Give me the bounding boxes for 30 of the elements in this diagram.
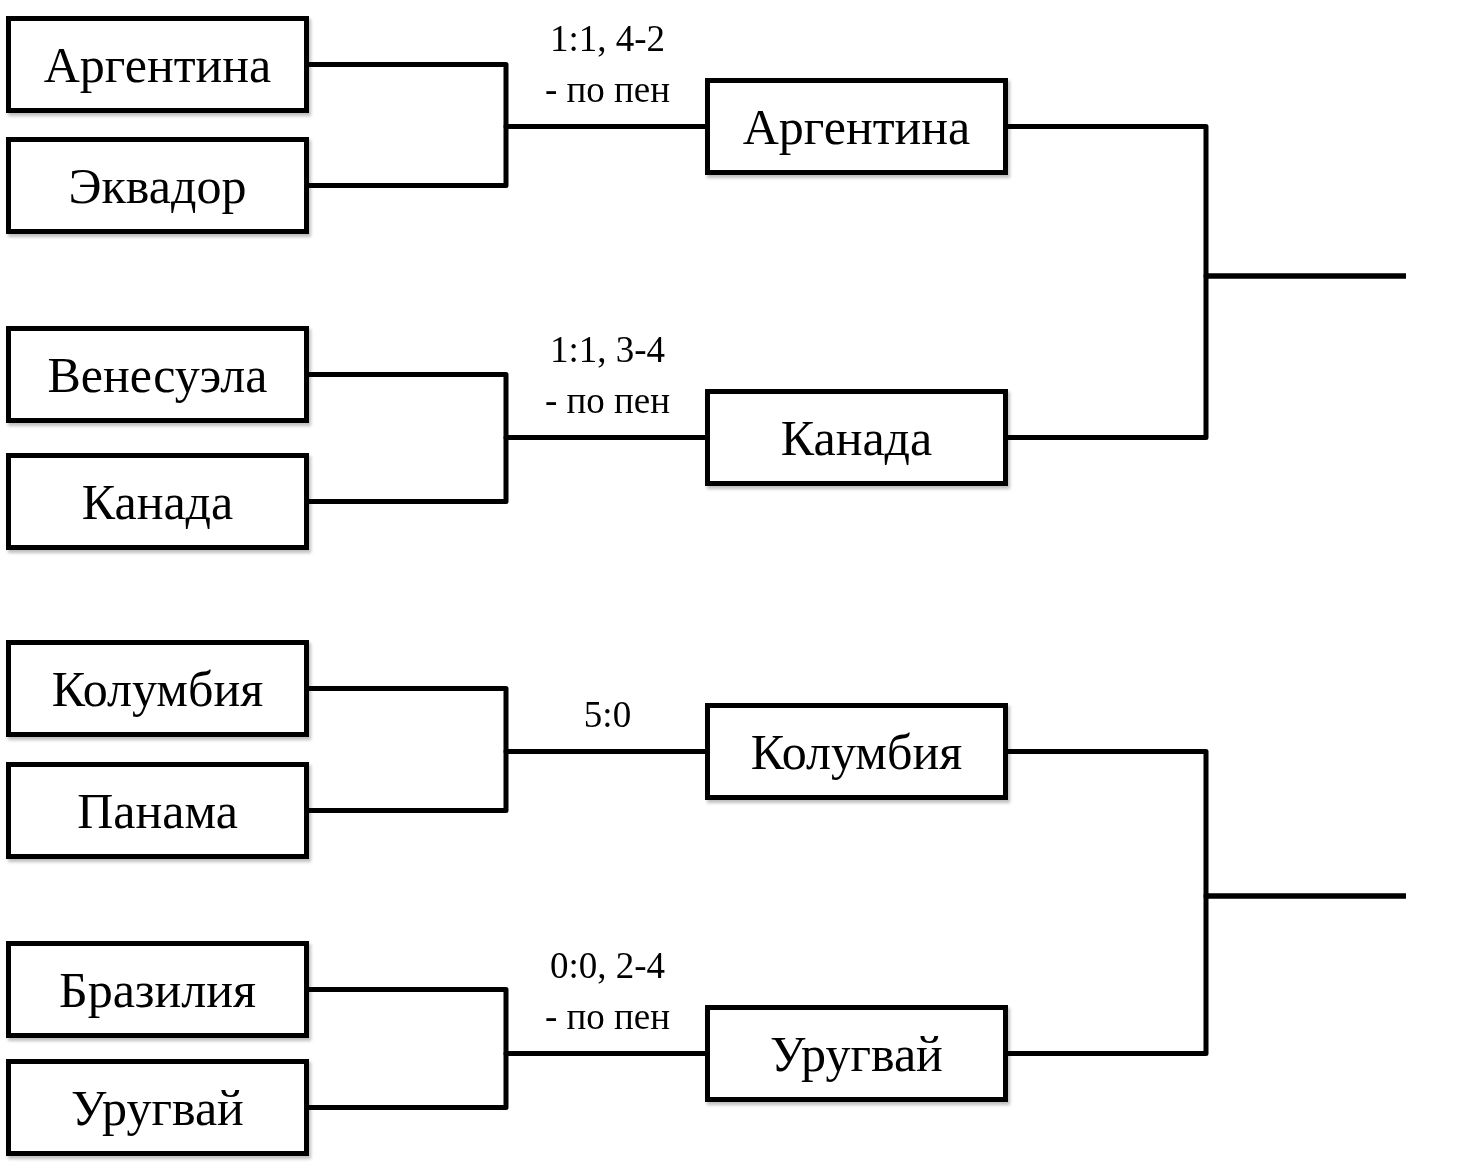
bracket-line <box>309 1051 705 1110</box>
team-box <box>6 326 309 423</box>
bracket-line <box>1008 273 1406 440</box>
team-name: Венесуэла <box>47 345 268 404</box>
team-box <box>6 453 309 550</box>
team-box <box>6 137 309 234</box>
team-box <box>705 78 1008 175</box>
bracket-line <box>309 124 705 188</box>
team-name: Уругвай <box>71 1078 244 1137</box>
team-box <box>6 941 309 1038</box>
team-box <box>705 1005 1008 1102</box>
team-box <box>6 16 309 113</box>
team-name: Эквадор <box>68 156 247 215</box>
team-name: Уругвай <box>770 1024 943 1083</box>
team-box <box>705 389 1008 486</box>
team-box <box>6 1059 309 1156</box>
bracket-line <box>309 435 705 504</box>
team-name: Бразилия <box>58 960 257 1019</box>
team-box <box>705 703 1008 800</box>
team-name: Аргентина <box>43 35 272 94</box>
team-box <box>6 640 309 737</box>
team-name: Канада <box>81 472 234 531</box>
team-name: Канада <box>780 408 933 467</box>
bracket-line <box>309 749 705 813</box>
team-name: Колумбия <box>750 722 963 781</box>
team-name: Панама <box>77 781 238 840</box>
team-name: Аргентина <box>742 97 971 156</box>
bracket-line <box>1008 893 1406 1056</box>
team-box <box>6 762 309 859</box>
team-name: Колумбия <box>51 659 264 718</box>
